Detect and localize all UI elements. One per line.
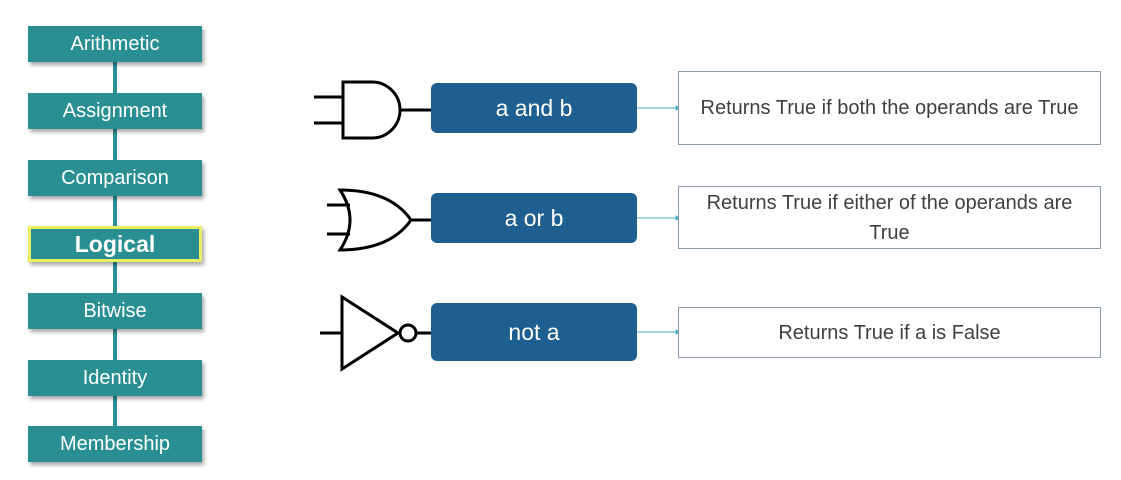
operator-not: not a [431, 303, 637, 361]
not-gate-icon [320, 294, 431, 372]
nav-item-comparison[interactable]: Comparison [28, 160, 202, 196]
nav-item-assignment[interactable]: Assignment [28, 93, 202, 129]
description-and: Returns True if both the operands are Tr… [678, 71, 1101, 145]
nav-item-bitwise[interactable]: Bitwise [28, 293, 202, 329]
operator-or: a or b [431, 193, 637, 243]
operator-and: a and b [431, 83, 637, 133]
nav-item-membership[interactable]: Membership [28, 426, 202, 462]
nav-item-arithmetic[interactable]: Arithmetic [28, 26, 202, 62]
description-or: Returns True if either of the operands a… [678, 186, 1101, 249]
description-not: Returns True if a is False [678, 307, 1101, 358]
and-gate-icon [314, 80, 431, 140]
nav-item-logical[interactable]: Logical [28, 226, 202, 262]
connector-arrows [637, 105, 682, 335]
nav-item-identity[interactable]: Identity [28, 360, 202, 396]
or-gate-icon [327, 188, 431, 252]
